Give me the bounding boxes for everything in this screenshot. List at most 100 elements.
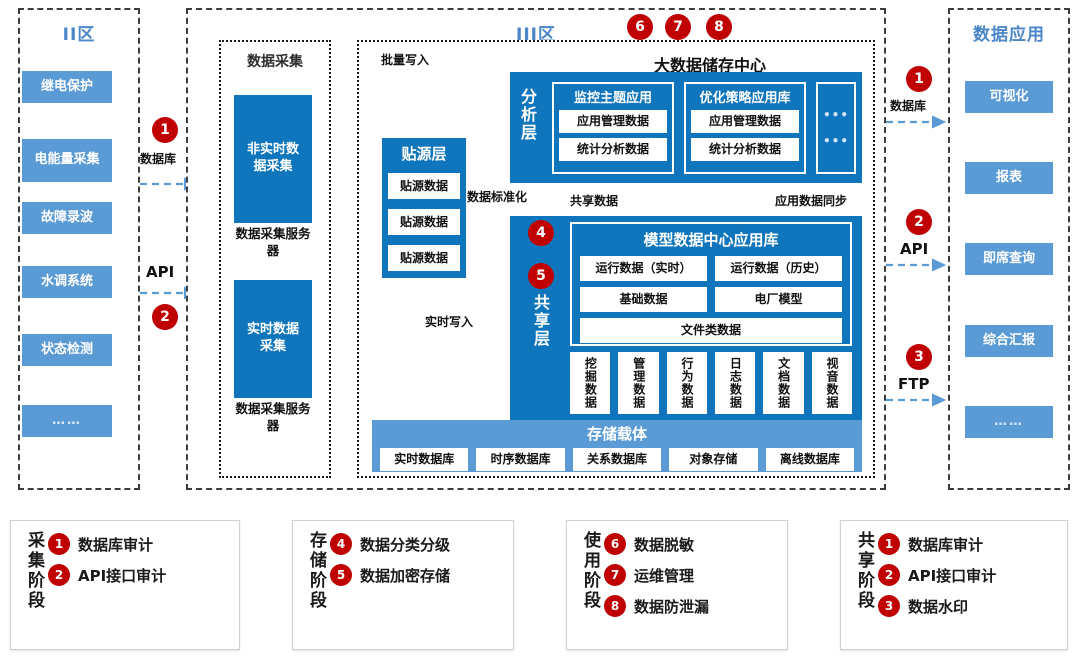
app-item-label: 综合汇报: [982, 332, 1035, 348]
left-link-label-api: API: [146, 263, 175, 281]
legend-badge: 2: [878, 564, 900, 586]
analysis-more-dots-1: •••: [822, 108, 849, 122]
non-realtime-collection-label: 非实时数据采集: [246, 142, 299, 174]
flow-label-app-sync: 应用数据同步: [775, 194, 848, 208]
legend-stage-label: 使用阶段: [580, 531, 600, 611]
legend-badge: 1: [878, 533, 900, 555]
zone2-item-fault-recording[interactable]: 故障录波: [22, 202, 112, 234]
zone2-item-label: 状态检测: [40, 341, 93, 357]
source-item-label: 贴源数据: [399, 214, 448, 229]
carrier-item-label: 离线数据库: [779, 452, 840, 467]
carrier-item-label: 时序数据库: [490, 452, 551, 467]
legend-text: 数据水印: [908, 597, 969, 616]
zone2-item-water-dispatch[interactable]: 水调系统: [22, 266, 112, 298]
legend-badge: 2: [48, 564, 70, 586]
legend-badge: 5: [330, 564, 352, 586]
carrier-item-offline-db[interactable]: 离线数据库: [765, 448, 855, 471]
analysis-group-item[interactable]: 应用管理数据: [559, 110, 667, 133]
source-layer-item-2[interactable]: 贴源数据: [388, 209, 460, 235]
realtime-collection-block[interactable]: 实时数据采集: [234, 280, 312, 398]
flow-label-shared-data: 共享数据: [570, 194, 619, 208]
legend-stage-label: 存储阶段: [306, 531, 326, 611]
carrier-item-relational-db[interactable]: 关系数据库: [572, 448, 662, 471]
shared-column-label: 挖掘数据: [583, 357, 598, 409]
legend-item: 3 数据水印: [878, 595, 996, 617]
model-item-plant-model[interactable]: 电厂模型: [715, 287, 842, 312]
analysis-group-item[interactable]: 应用管理数据: [691, 110, 799, 133]
source-layer-item-3[interactable]: 贴源数据: [388, 245, 460, 271]
flow-label-standardize: 数据标准化: [467, 190, 528, 204]
flow-label-batch-write: 批量写入: [381, 53, 430, 67]
model-data-center-container: 模型数据中心应用库 运行数据（实时） 运行数据（历史） 基础数据 电厂模型 文件…: [570, 222, 852, 346]
storage-carrier-panel: 存储载体 实时数据库 时序数据库 关系数据库 对象存储 离线数据库: [372, 420, 862, 472]
model-item-runtime-realtime[interactable]: 运行数据（实时）: [580, 256, 707, 281]
zone2-item-relay-protection[interactable]: 继电保护: [22, 71, 112, 103]
source-layer-title: 贴源层: [401, 145, 447, 163]
legend-badge: 8: [604, 595, 626, 617]
zone2-item-label: ……: [52, 412, 82, 428]
legend-text: API接口审计: [908, 566, 997, 585]
app-item-more[interactable]: ……: [965, 406, 1053, 438]
badge-number: 2: [160, 309, 170, 325]
shared-column-management[interactable]: 管理数据: [618, 352, 659, 414]
shared-column-behavior[interactable]: 行为数据: [666, 352, 707, 414]
model-item-file-data[interactable]: 文件类数据: [580, 318, 842, 343]
legend-text: 数据加密存储: [360, 566, 451, 585]
analysis-layer-side-label: 分析层: [518, 88, 537, 142]
right-link-label-api: API: [900, 240, 929, 258]
app-item-report[interactable]: 报表: [965, 162, 1053, 194]
badge-number: 8: [714, 19, 724, 35]
app-item-label: 报表: [995, 169, 1022, 185]
badge-number: 1: [160, 122, 170, 138]
shared-column-log[interactable]: 日志数据: [714, 352, 756, 414]
shared-column-video-audio[interactable]: 视音数据: [811, 352, 852, 414]
legend-item: 6 数据脱敏: [604, 533, 709, 555]
zone2-item-status-monitoring[interactable]: 状态检测: [22, 334, 112, 366]
legend-text: 运维管理: [634, 566, 695, 585]
analysis-item-label: 应用管理数据: [576, 114, 649, 129]
shared-layer-badge-4: 4: [528, 220, 554, 246]
shared-column-document[interactable]: 文档数据: [763, 352, 804, 414]
zone2-item-label: 水调系统: [40, 273, 93, 289]
source-layer-item-1[interactable]: 贴源数据: [388, 173, 460, 199]
right-link-badge-3: 3: [906, 344, 932, 370]
analysis-group-item[interactable]: 统计分析数据: [559, 138, 667, 161]
legend-text: 数据分类分级: [360, 535, 451, 554]
app-item-adhoc-query[interactable]: 即席查询: [965, 243, 1053, 275]
model-item-basic-data[interactable]: 基础数据: [580, 287, 707, 312]
app-item-visualization[interactable]: 可视化: [965, 81, 1053, 113]
carrier-item-timeseries-db[interactable]: 时序数据库: [476, 448, 565, 471]
legend-badge: 6: [604, 533, 626, 555]
non-realtime-collection-block[interactable]: 非实时数据采集: [234, 95, 312, 223]
badge-number: 5: [536, 268, 546, 284]
analysis-item-label: 统计分析数据: [708, 142, 781, 157]
carrier-item-object-storage[interactable]: 对象存储: [669, 448, 758, 471]
data-application-title: 数据应用: [973, 25, 1045, 45]
legend-sharing-stage: 共享阶段 1 数据库审计 2 API接口审计 3 数据水印: [840, 520, 1068, 650]
legend-badge: 4: [330, 533, 352, 555]
shared-layer-side-label: 共享层: [531, 294, 550, 348]
legend-item: 8 数据防泄漏: [604, 595, 709, 617]
left-link-badge-2: 2: [152, 304, 178, 330]
app-item-comprehensive-report[interactable]: 综合汇报: [965, 325, 1053, 357]
shared-column-label: 视音数据: [825, 357, 839, 409]
model-item-runtime-history[interactable]: 运行数据（历史）: [715, 256, 842, 281]
analysis-group-more: ••• •••: [816, 82, 856, 174]
legend-badge: 7: [604, 564, 626, 586]
zone2-item-label: 故障录波: [40, 209, 93, 225]
carrier-item-realtime-db[interactable]: 实时数据库: [380, 448, 469, 471]
zone2-item-energy-metering[interactable]: 电能量采集: [22, 139, 112, 182]
legend-text: 数据库审计: [78, 535, 154, 554]
flow-label-realtime-write: 实时写入: [425, 315, 474, 329]
right-link-label-database: 数据库: [890, 99, 927, 113]
zone2-item-more[interactable]: ……: [22, 405, 112, 437]
badge-number: 6: [635, 19, 645, 35]
analysis-more-dots-2: •••: [822, 134, 849, 148]
shared-column-mining[interactable]: 挖掘数据: [570, 352, 611, 414]
analysis-group-optimization: 优化策略应用库 应用管理数据 统计分析数据: [684, 82, 806, 174]
legend-item: 2 API接口审计: [878, 564, 996, 586]
app-item-label: 可视化: [989, 88, 1029, 104]
legend-text: 数据库审计: [908, 535, 984, 554]
badge-number: 3: [914, 349, 924, 365]
analysis-group-item[interactable]: 统计分析数据: [691, 138, 799, 161]
